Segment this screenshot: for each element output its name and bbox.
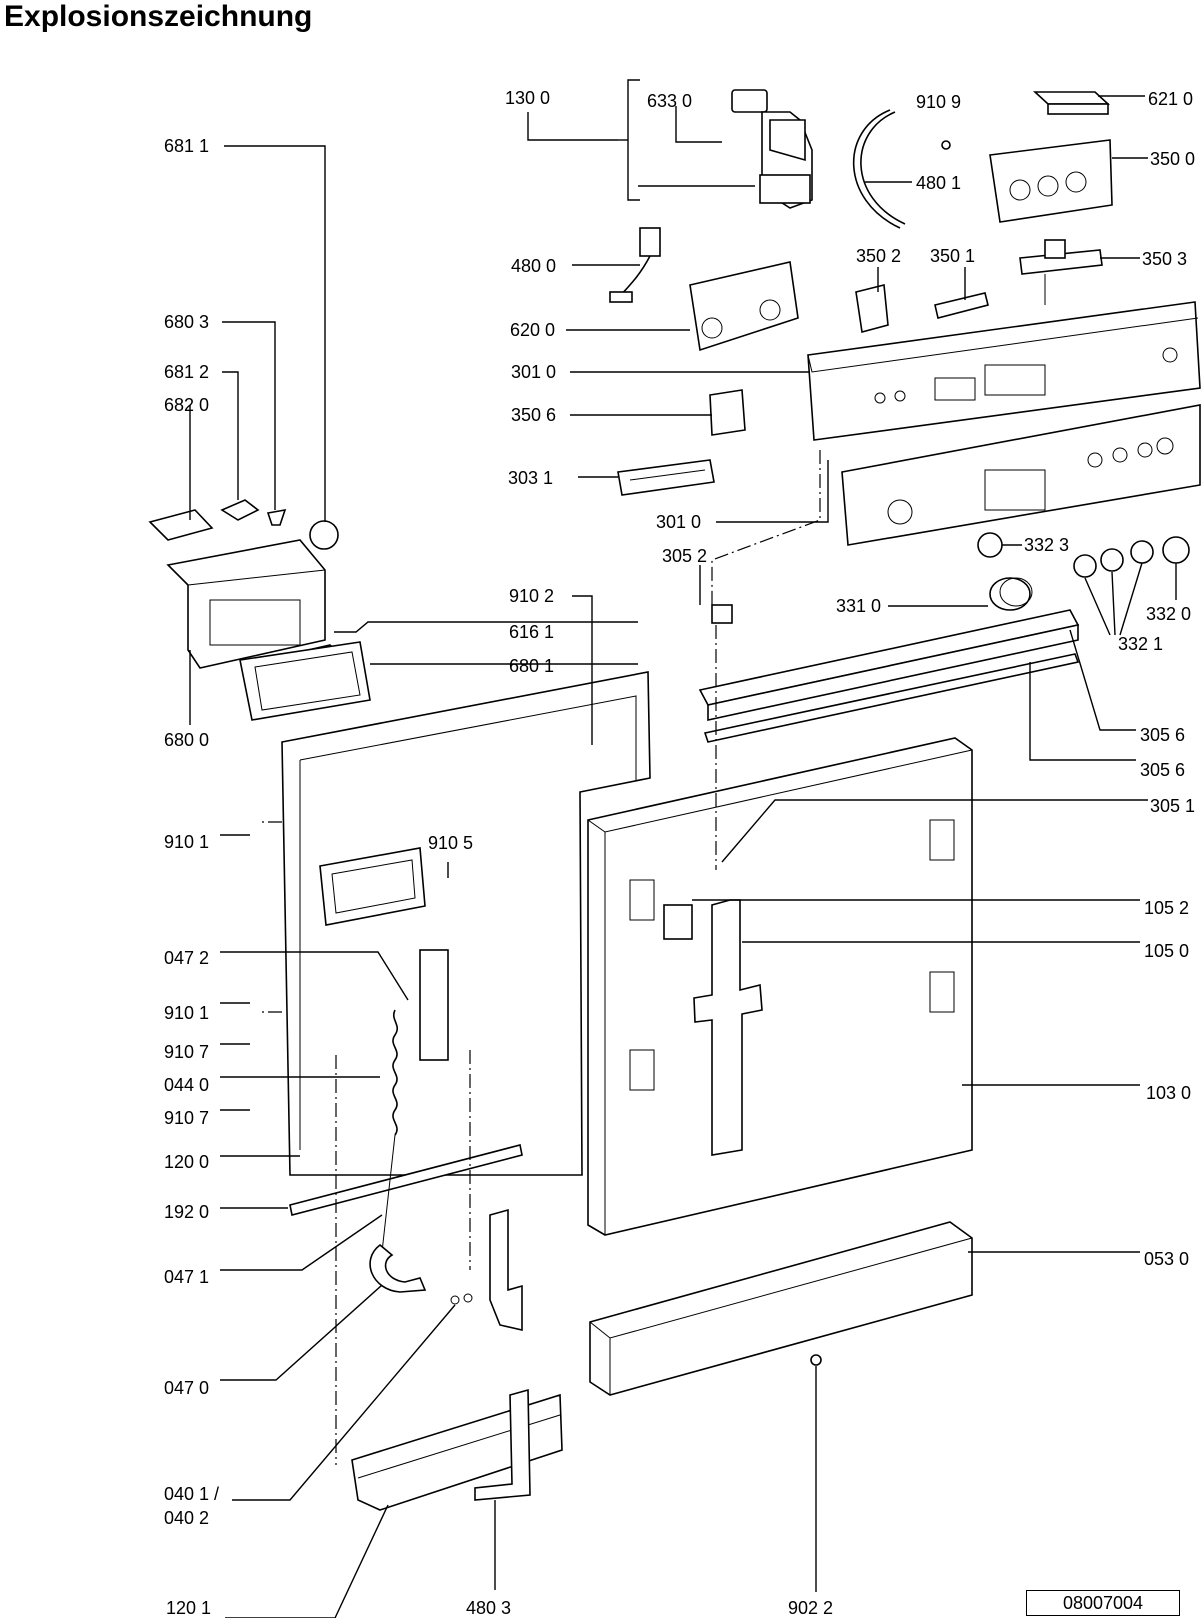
- label-9102: 910 2: [509, 586, 554, 606]
- label-1052: 105 2: [1144, 898, 1189, 918]
- page-title: Explosionszeichnung: [4, 0, 313, 33]
- label-3310: 331 0: [836, 596, 881, 616]
- label-3501: 350 1: [930, 246, 975, 266]
- label-3500: 350 0: [1150, 149, 1195, 169]
- part-6812: [220, 499, 260, 521]
- part-board-6200: [689, 261, 799, 352]
- label-1920: 192 0: [164, 1202, 209, 1222]
- label-9101b: 910 1: [164, 1003, 209, 1023]
- part-hook-0470: [369, 1243, 427, 1293]
- part-cable-4800: [609, 227, 661, 303]
- part-wire-harness-arc: [852, 109, 906, 229]
- part-3506: [709, 389, 746, 436]
- label-0472: 047 2: [164, 948, 209, 968]
- part-hinge-0401: [450, 1208, 523, 1332]
- label-6800: 680 0: [164, 730, 209, 750]
- part-plinth-0530: [589, 1221, 973, 1396]
- label-4803: 480 3: [466, 1598, 511, 1618]
- part-inner-door-1200: [281, 671, 651, 1176]
- part-rail-3056-upper: [698, 609, 1080, 721]
- label-3010b: 301 0: [656, 512, 701, 532]
- part-labels: 130 0 633 0 910 9 621 0 681 1 480 1 350 …: [164, 88, 1195, 1618]
- label-3320: 332 0: [1146, 604, 1191, 624]
- part-seal-6820: [148, 509, 214, 541]
- assembly-axis-lines: [260, 450, 821, 1465]
- label-6801: 680 1: [509, 656, 554, 676]
- label-3323: 332 3: [1024, 535, 1069, 555]
- label-3503: 350 3: [1142, 249, 1187, 269]
- document-number: 08007004: [1062, 1592, 1144, 1613]
- label-6803: 680 3: [164, 312, 209, 332]
- part-knob-3321a: [1073, 554, 1097, 578]
- part-control-panel-3010: [807, 301, 1201, 441]
- label-1200: 120 0: [164, 1152, 209, 1172]
- part-3502: [855, 283, 889, 334]
- label-3052: 305 2: [662, 546, 707, 566]
- part-control-panel-front: [841, 404, 1201, 546]
- label-4801: 480 1: [916, 173, 961, 193]
- label-1201: 120 1: [166, 1598, 211, 1618]
- label-0402: 040 2: [164, 1508, 209, 1528]
- part-3031: [617, 459, 715, 496]
- label-9105: 910 5: [428, 833, 473, 853]
- label-3056a: 305 6: [1140, 725, 1185, 745]
- label-0470: 047 0: [164, 1378, 209, 1398]
- part-screw-9109: [941, 140, 951, 150]
- label-3502: 350 2: [856, 246, 901, 266]
- part-knob-3321b: [1100, 548, 1124, 572]
- label-1300: 130 0: [505, 88, 550, 108]
- label-1050: 105 0: [1144, 941, 1189, 961]
- label-9101a: 910 1: [164, 832, 209, 852]
- label-6820: 682 0: [164, 395, 209, 415]
- label-6812: 681 2: [164, 362, 209, 382]
- part-screw-9022: [810, 1354, 822, 1366]
- part-rail-1920: [289, 1144, 523, 1216]
- label-4800: 480 0: [511, 256, 556, 276]
- part-door-lock-assembly: [731, 89, 813, 209]
- part-3052: [711, 604, 733, 624]
- part-gasket-6801: [239, 641, 371, 721]
- part-connector-6210: [1032, 91, 1111, 115]
- part-rail-3056-lower: [703, 653, 1080, 743]
- part-detergent-dispenser-6800: [166, 539, 326, 669]
- label-9107b: 910 7: [164, 1108, 209, 1128]
- part-6803: [266, 508, 287, 526]
- label-3506: 350 6: [511, 405, 556, 425]
- part-4803: [474, 1388, 531, 1501]
- label-3056b: 305 6: [1140, 760, 1185, 780]
- label-0530: 053 0: [1144, 1249, 1189, 1269]
- part-knob-3321c: [1130, 540, 1154, 564]
- label-3051: 305 1: [1150, 796, 1195, 816]
- part-control-board-3500: [989, 139, 1113, 223]
- part-knob-3323: [977, 532, 1003, 558]
- label-9107a: 910 7: [164, 1042, 209, 1062]
- label-0401: 040 1 /: [164, 1484, 219, 1504]
- label-3321: 332 1: [1118, 634, 1163, 654]
- leader-lines: [189, 79, 1177, 1618]
- label-9022: 902 2: [788, 1598, 833, 1618]
- part-6811: [309, 520, 339, 550]
- part-knob-3310: [989, 577, 1033, 611]
- part-3501: [934, 292, 989, 319]
- label-0440: 044 0: [164, 1075, 209, 1095]
- label-6330: 633 0: [647, 91, 692, 111]
- label-6210: 621 0: [1148, 89, 1193, 109]
- label-6161: 616 1: [509, 622, 554, 642]
- label-9109: 910 9: [916, 92, 961, 112]
- label-1030: 103 0: [1146, 1083, 1191, 1103]
- label-0471: 047 1: [164, 1267, 209, 1287]
- label-6200: 620 0: [510, 320, 555, 340]
- label-3010a: 301 0: [511, 362, 556, 382]
- label-6811: 681 1: [164, 136, 209, 156]
- label-3031: 303 1: [508, 468, 553, 488]
- document-number-box: 08007004: [1026, 1590, 1180, 1616]
- part-knob-3320: [1162, 536, 1190, 564]
- part-3503: [1019, 239, 1103, 305]
- part-outer-door-1030: [587, 737, 973, 1236]
